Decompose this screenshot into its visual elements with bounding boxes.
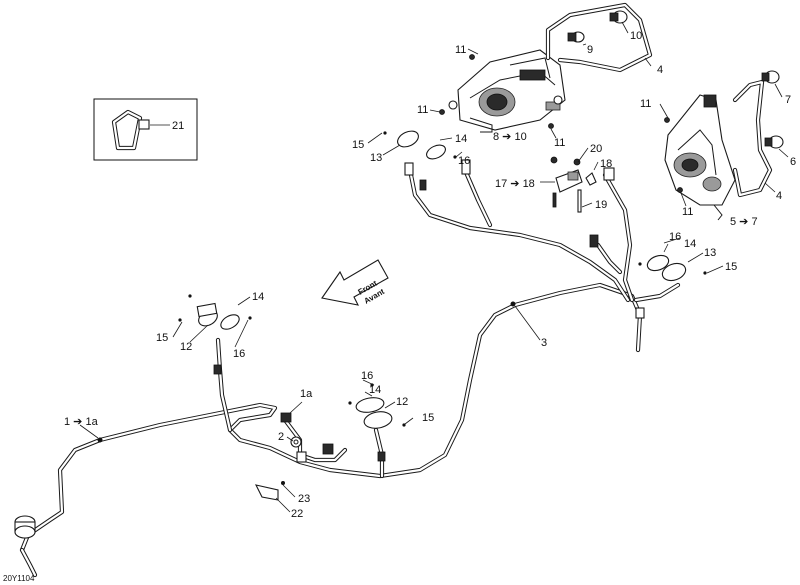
callout-12: 12 (396, 396, 408, 408)
callout-21: 21 (172, 120, 184, 132)
leader-lines (79, 21, 789, 513)
light-12-left (178, 294, 252, 330)
callout-17-to-18: 17 ➔ 18 (495, 178, 535, 190)
callout-16: 16 (233, 348, 245, 360)
harness-connectors (97, 159, 645, 463)
callout-3: 3 (541, 337, 547, 349)
callout-23: 23 (298, 493, 310, 505)
bracket-22 (254, 481, 285, 501)
callout-19: 19 (595, 199, 607, 211)
callout-11: 11 (682, 206, 693, 218)
bulb-9-top (545, 2, 653, 73)
callout-15: 15 (725, 261, 737, 273)
callout-16: 16 (458, 155, 470, 167)
callout-20: 20 (590, 143, 602, 155)
callout-7: 7 (785, 94, 791, 106)
callout-22: 22 (291, 508, 303, 520)
callout-16: 16 (669, 231, 681, 243)
callout-16: 16 (361, 370, 373, 382)
callout-1-to-1a: 1 ➔ 1a (64, 416, 99, 428)
callout-13: 13 (370, 152, 382, 164)
callout-15: 15 (422, 412, 434, 424)
light-13-upper (383, 130, 457, 160)
light-12-center (348, 383, 406, 429)
document-code: 20Y1104 (3, 574, 35, 583)
callout-8-to-10: 8 ➔ 10 (493, 131, 527, 143)
callout-10: 10 (630, 30, 642, 42)
callout-4: 4 (657, 64, 663, 76)
headlight-left (448, 49, 566, 133)
callout-14: 14 (684, 238, 696, 250)
front-arrow: Front Avant (321, 259, 389, 306)
callout-14: 14 (455, 133, 467, 145)
harness-plug (14, 515, 36, 539)
main-harness (19, 167, 681, 578)
callout-4: 4 (776, 190, 782, 202)
callout-11: 11 (640, 98, 651, 110)
callout-1a: 1a (300, 388, 313, 400)
callout-labels: 11 9 10 4 11 14 8 ➔ 10 15 13 16 11 20 18… (64, 30, 796, 520)
callout-9: 9 (587, 44, 593, 56)
callout-2: 2 (278, 431, 284, 443)
callout-6: 6 (790, 156, 796, 168)
screws-11 (439, 54, 683, 193)
callout-15: 15 (156, 332, 168, 344)
callout-14: 14 (252, 291, 264, 303)
detail-box-21 (93, 98, 198, 161)
callout-18: 18 (600, 158, 612, 170)
callout-5-to-7: 5 ➔ 7 (730, 216, 758, 228)
callout-11: 11 (417, 104, 428, 116)
callout-14: 14 (369, 384, 381, 396)
light-13-right (638, 254, 707, 282)
headlight-right (664, 70, 784, 221)
callout-11: 11 (455, 44, 466, 56)
callout-15: 15 (352, 139, 364, 151)
switch-17 (550, 156, 597, 213)
callout-11: 11 (554, 137, 565, 149)
callout-12: 12 (180, 341, 192, 353)
callout-13: 13 (704, 247, 716, 259)
